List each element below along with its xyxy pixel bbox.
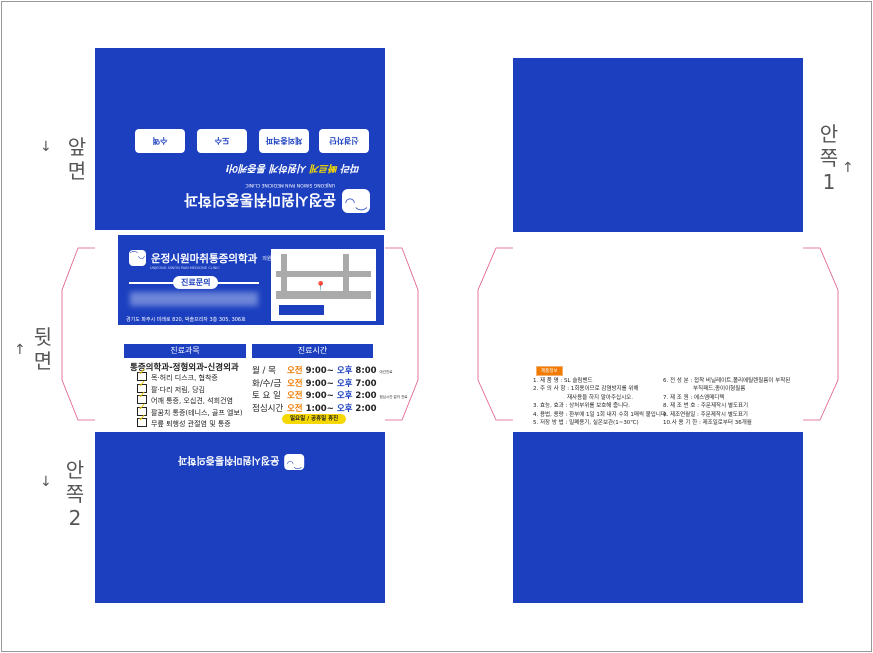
contact-label: 진료문의 — [173, 276, 219, 289]
label-inside2-text: 안쪽 2 — [65, 458, 85, 530]
label-front-text: 앞면 — [67, 135, 87, 183]
inside1-bottom-flap — [513, 432, 803, 603]
arrow-down-in2: ↓ — [40, 474, 52, 490]
service-button: 수액 — [135, 129, 185, 153]
department-item: 팔꿈치 통증(테니스, 골프 엘보) — [137, 403, 243, 419]
inside1-top-flap — [513, 58, 803, 232]
department-item: 어깨 통증, 오십견, 석회건염 — [137, 391, 243, 407]
hours-row: 화/수/금 오전 9:00~ 오후 7:00 — [252, 379, 377, 389]
departments-header: 진료과목 — [124, 344, 246, 358]
closed-badge: 일요일 / 공휴일 휴진 — [282, 414, 347, 424]
inside2-logo: ⌒◡ 운정시원마취통증의학과 — [178, 454, 305, 470]
clinic-name: 운정시원마취통증의학과 — [178, 454, 280, 466]
clinic-suffix: 의원 — [262, 255, 272, 262]
product-info-right: 6. 전 성 분 : 접착 비닐레이트,폴리에틸렌필름이 부착된 부직패드,종이… — [663, 378, 791, 427]
hours-table: 월 / 목 오전 9:00~ 오후 8:00 야간진료 화/수/금 오전 9:0… — [252, 365, 408, 415]
department-item: 목·허리 디스크, 협착증 — [137, 368, 243, 384]
label-inside1-text: 안쪽 1 — [819, 122, 839, 194]
hours-row: 월 / 목 오전 9:00~ 오후 8:00 야간진료 — [252, 366, 393, 376]
location-map: 📍 — [271, 249, 376, 321]
hours-row: 토 요 일 오전 9:00~ 오후 2:00 점심시간 없이 진료 — [252, 391, 408, 401]
label-front: ↓ — [40, 139, 52, 155]
inside2-flap — [95, 432, 385, 603]
label-back-text: 뒷면 — [33, 325, 53, 373]
clinic-title: ⌒◡ 운정시원마취통증의학과 의원 — [129, 250, 271, 266]
clinic-english: UNJEONG SIWON PAIN MEDICINE CLINIC — [150, 266, 220, 270]
arrow-up-back: ↑ — [14, 342, 26, 358]
blurred-phone — [130, 292, 258, 306]
clinic-english: UNJEONG SIWON PAIN MEDICINE CLINIC — [245, 182, 335, 187]
product-info-badge: 제품정보 — [536, 366, 563, 376]
hours-row: 점심시간 오전 1:00~ 오후 2:00 — [252, 404, 377, 414]
service-button: 신경차단 — [319, 129, 369, 153]
departments-list: 목·허리 디스크, 협착증 팔·다리 저림, 당김 어깨 통증, 오십견, 석회… — [137, 368, 243, 430]
arrow-up-in1: ↑ — [842, 160, 854, 176]
smile-logo-icon: ⌒◡ — [284, 454, 305, 470]
clinic-title-upside: ⌒◡ 운정시원마취통증의학과 — [130, 189, 370, 213]
service-button: 체외충격파 — [259, 129, 309, 153]
smile-logo-icon: ⌒◡ — [129, 250, 146, 266]
front-flap-content: ⌒◡ 운정시원마취통증의학과 UNJEONG SIWON PAIN MEDICI… — [125, 125, 375, 215]
department-item: 무릎 퇴행성 관절염 및 통증 — [137, 414, 243, 430]
department-item: 팔·다리 저림, 당김 — [137, 380, 243, 396]
service-button: 도수 — [197, 129, 247, 153]
departments-title: 통증의학과-정형외과-신경외과 — [130, 363, 239, 373]
tagline: 따라 빠르게 시원하게 통증케어! — [225, 162, 360, 173]
smile-logo-icon: ⌒◡ — [342, 189, 370, 213]
clinic-name: 운정시원마취통증의학과 — [184, 191, 336, 210]
clinic-name: 운정시원마취통증의학과 — [151, 252, 258, 265]
inside1-panel — [513, 232, 803, 432]
hours-header: 진료시간 — [252, 344, 373, 358]
map-pin-icon: 📍 — [315, 282, 327, 292]
clinic-address: 경기도 파주시 미래로 820, 박솔프리자 3층 305, 306호 — [126, 317, 246, 323]
